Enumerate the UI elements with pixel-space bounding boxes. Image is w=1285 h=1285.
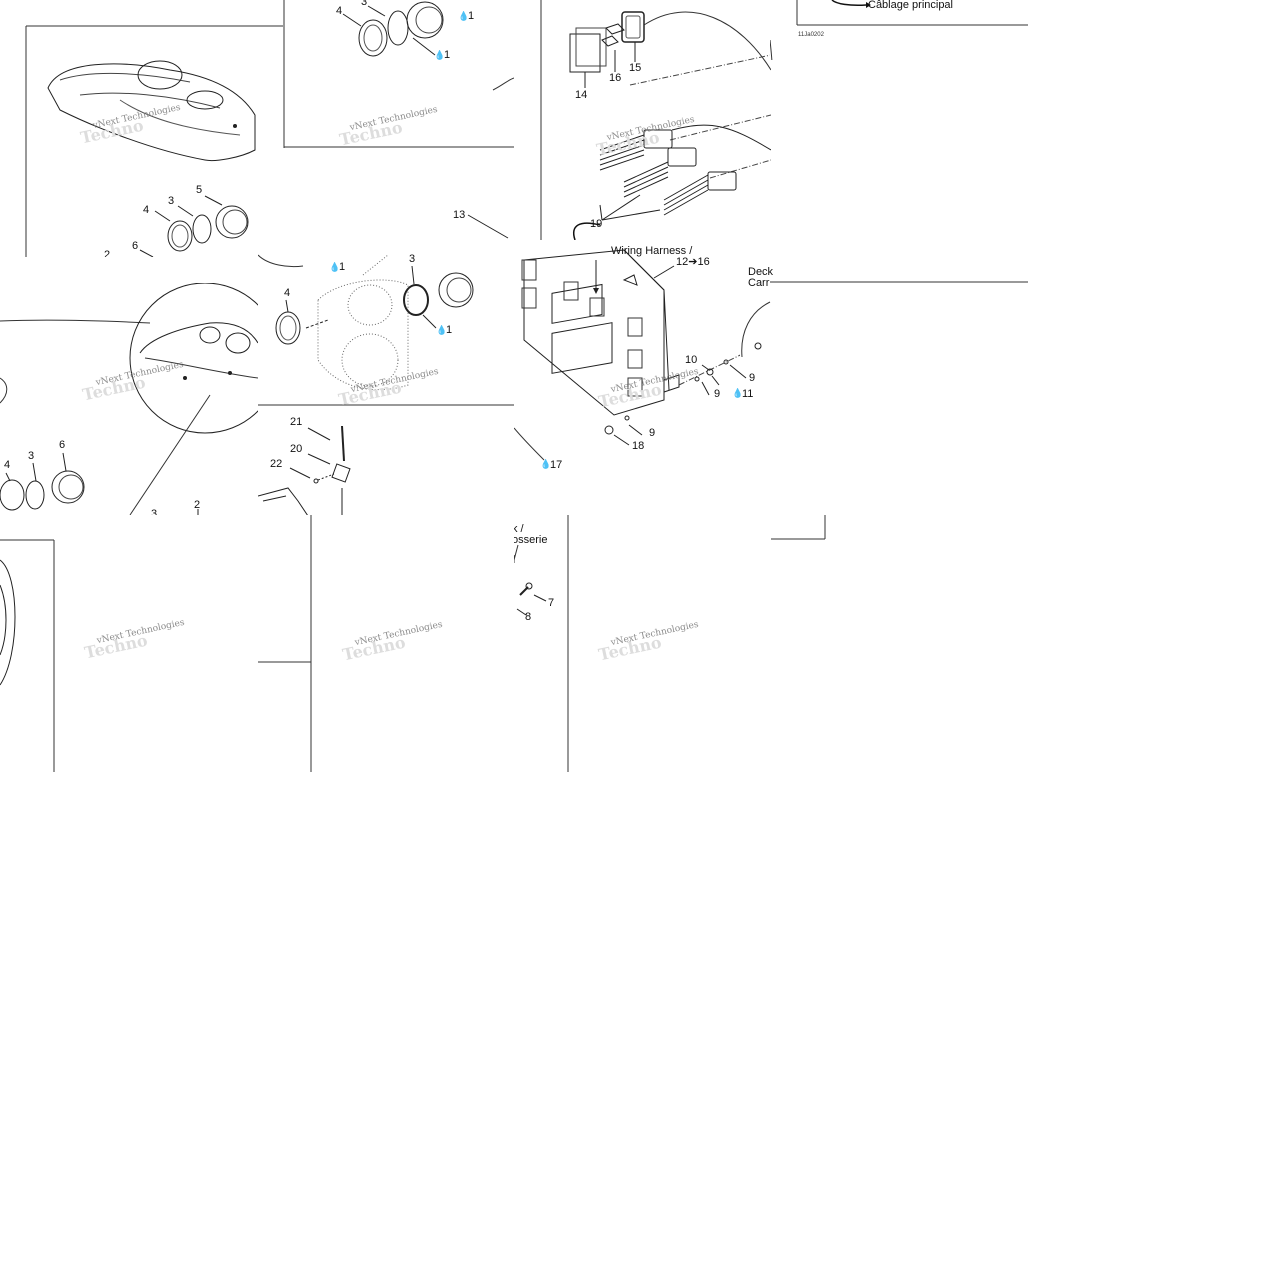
bottom-middle-drawing	[258, 515, 312, 772]
callout-18: 18	[632, 440, 645, 452]
callout-2: 2	[104, 249, 111, 258]
tile-caption: Câblage principal 11Ja0202	[770, 0, 1028, 60]
tile-gauge-cluster: 13 💧 1 4 3 💧 1 vNext Technologies Techno	[258, 200, 514, 406]
callout-20: 20	[290, 443, 303, 455]
tile-boat-overview: 4 3 5 6 2 vNext Technologies Techno	[0, 0, 283, 257]
callout-1: 1	[446, 324, 453, 336]
tile-parts-20-22: 21 20 22	[258, 406, 514, 516]
callout-13: 13	[453, 209, 466, 221]
bottom-left-drawing	[0, 539, 55, 772]
drawing-code: 11Ja0202	[798, 32, 824, 38]
label-range-12-16: 12➔16	[676, 256, 710, 268]
parts-20-22-drawing	[258, 425, 351, 516]
tile-bottom-carrosserie: k / osserie 7 8 vNext Technologies Techn…	[514, 515, 771, 772]
drop-icon: 💧	[434, 50, 446, 60]
drop-icon: 💧	[329, 262, 341, 272]
callout-7: 7	[548, 597, 555, 609]
callout-4: 4	[336, 5, 343, 17]
callout-8: 8	[525, 611, 532, 623]
gauge-top-drawing	[283, 0, 514, 148]
callout-6: 6	[132, 240, 139, 252]
callout-1: 1	[339, 261, 346, 273]
console-zoom-drawing	[0, 283, 258, 515]
callout-3: 3	[361, 0, 368, 8]
tile-ecu-module: Wiring Harness / 12➔16 10 9 9 💧 11 9 18 …	[514, 240, 771, 476]
callout-1: 1	[444, 49, 451, 61]
gauge-cluster-drawing	[258, 214, 514, 406]
label-carrosserie-1: k /	[514, 523, 524, 535]
callout-9: 9	[749, 372, 756, 384]
caption-drawing	[770, 0, 1028, 60]
tile-deck: Deck Carr	[740, 262, 1028, 362]
tile-harness-top: 14 16 15 19 vNext Technologies Techno	[540, 0, 771, 257]
callout-9: 9	[649, 427, 656, 439]
callout-4: 4	[143, 204, 150, 216]
callout-6: 6	[59, 439, 66, 451]
callout-9: 9	[714, 388, 721, 400]
callout-14: 14	[575, 89, 588, 101]
callout-5: 5	[196, 184, 203, 196]
corner-drawing	[771, 515, 826, 540]
tile-gauge-top: 4 3 💧 1 💧 1 vNext Technologies Techno	[283, 0, 514, 148]
label-carr: Carr	[748, 277, 770, 289]
harness-top-drawing	[540, 0, 771, 257]
drop-icon: 💧	[540, 459, 552, 469]
boat-overview-drawing	[25, 25, 283, 257]
label-wiring-harness: Wiring Harness /	[611, 245, 693, 257]
tile-bottom-middle: vNext Technologies Techno	[258, 515, 514, 772]
tile-corner	[771, 515, 827, 541]
callout-2: 2	[194, 499, 201, 511]
callout-3: 3	[168, 195, 175, 207]
callout-21: 21	[290, 416, 303, 428]
label-deck: Deck	[748, 266, 774, 278]
callout-17: 17	[550, 459, 563, 471]
callout-10: 10	[685, 354, 698, 366]
drop-icon: 💧	[732, 388, 744, 398]
caption-main-harness: Câblage principal	[868, 0, 953, 11]
callout-16: 16	[609, 72, 622, 84]
callout-19: 19	[590, 218, 603, 230]
callout-11: 11	[742, 388, 754, 400]
tile-console-zoom: 4 3 6 2 3 vNext Technologies Techno	[0, 283, 258, 515]
label-carrosserie-2: osserie	[514, 534, 548, 546]
callout-15: 15	[629, 62, 642, 74]
bottom-carrosserie-drawing	[514, 515, 569, 772]
drop-icon: 💧	[458, 11, 470, 21]
callout-3: 3	[151, 508, 158, 516]
callout-22: 22	[270, 458, 283, 470]
callout-1: 1	[468, 10, 475, 22]
callout-4: 4	[4, 459, 11, 471]
callout-3: 3	[409, 253, 416, 265]
callout-3: 3	[28, 450, 35, 462]
tile-bottom-left: vNext Technologies Techno	[0, 515, 258, 772]
callout-4: 4	[284, 287, 291, 299]
drop-icon: 💧	[436, 325, 448, 335]
deck-drawing	[741, 281, 1028, 358]
